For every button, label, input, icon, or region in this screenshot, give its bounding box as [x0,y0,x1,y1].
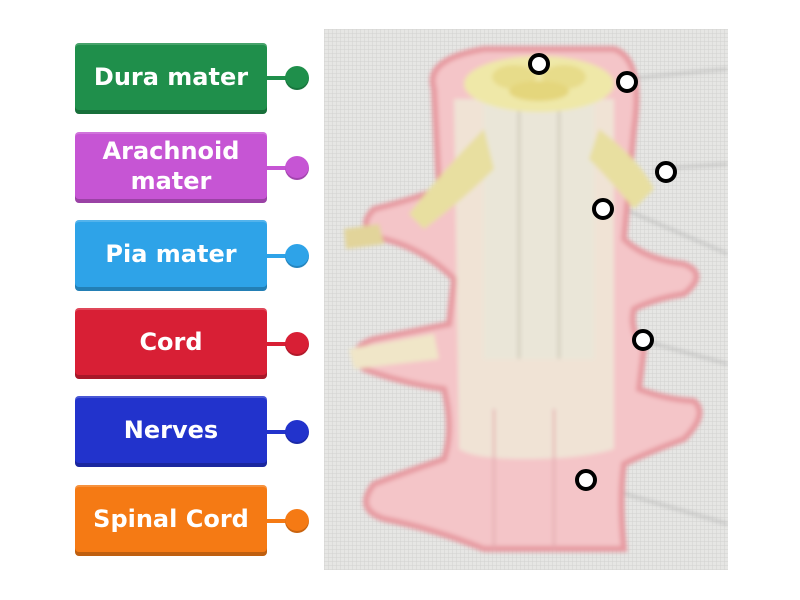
drop-target-3[interactable] [655,161,677,183]
label-spinal-cord[interactable]: Spinal Cord [75,485,267,556]
label-cord-text: Cord [139,328,203,356]
pin-cord[interactable] [285,332,309,356]
label-arachnoid-mater[interactable]: Arachnoid mater [75,132,267,203]
label-dura-mater-text: Dura mater [93,63,249,91]
label-pia-mater-text: Pia mater [105,240,237,268]
label-cord[interactable]: Cord [75,308,267,379]
pin-pia-mater[interactable] [285,244,309,268]
drop-target-2[interactable] [616,71,638,93]
connector-spinal-cord [267,519,291,523]
pin-arachnoid-mater[interactable] [285,156,309,180]
drop-target-1[interactable] [528,53,550,75]
spinal-cord-illustration [324,29,728,570]
drop-target-5[interactable] [632,329,654,351]
label-arachnoid-mater-text: Arachnoid mater [102,137,240,195]
spinal-cord-diagram [324,29,728,570]
drop-target-6[interactable] [575,469,597,491]
label-nerves-text: Nerves [123,416,219,444]
pin-spinal-cord[interactable] [285,509,309,533]
connector-arachnoid-mater [267,166,291,170]
connector-cord [267,342,291,346]
connector-nerves [267,430,291,434]
label-pia-mater[interactable]: Pia mater [75,220,267,291]
pin-nerves[interactable] [285,420,309,444]
label-spinal-cord-text: Spinal Cord [93,505,249,533]
connector-dura-mater [267,76,291,80]
connector-pia-mater [267,254,291,258]
pin-dura-mater[interactable] [285,66,309,90]
label-dura-mater[interactable]: Dura mater [75,43,267,114]
label-nerves[interactable]: Nerves [75,396,267,467]
drop-target-4[interactable] [592,198,614,220]
